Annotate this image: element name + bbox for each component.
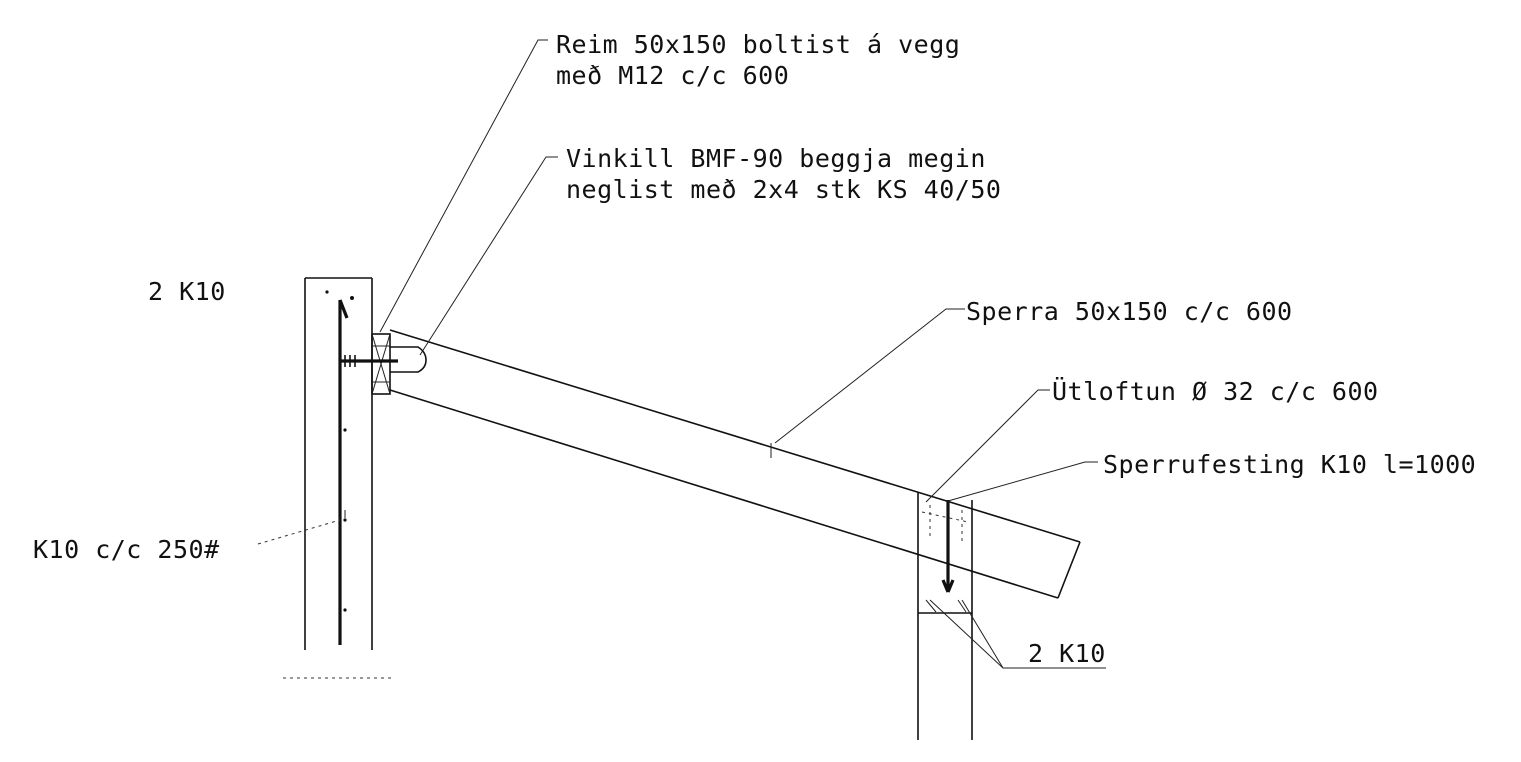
label-vinkill-line2: neglist með 2x4 stk KS 40/50 <box>566 175 1001 204</box>
label-sperra: Sperra 50x150 c/c 600 <box>966 297 1293 326</box>
label-reim-line1: Reim 50x150 boltist á vegg <box>556 30 960 59</box>
label-sperrufesting: Sperrufesting K10 l=1000 <box>1103 450 1476 479</box>
label-k10-cc: K10 c/c 250# <box>33 535 220 564</box>
label-vinkill-line1: Vinkill BMF-90 beggja megin <box>566 144 986 173</box>
leader-lines <box>257 39 1106 669</box>
rafter <box>389 329 1081 599</box>
rafter-anchor-bar <box>925 500 967 613</box>
right-column <box>917 492 973 740</box>
label-2-k10-bottom: 2 K10 <box>1028 639 1106 668</box>
bolt-m12 <box>340 346 427 373</box>
label-2-k10-top: 2 K10 <box>148 277 226 306</box>
left-wall-rebar <box>325 290 354 645</box>
wall-plate <box>371 333 391 395</box>
labels: Reim 50x150 boltist á vegg með M12 c/c 6… <box>33 30 1476 668</box>
label-reim-line2: með M12 c/c 600 <box>556 61 789 90</box>
label-utloftun: Ütloftun Ø 32 c/c 600 <box>1052 377 1379 406</box>
